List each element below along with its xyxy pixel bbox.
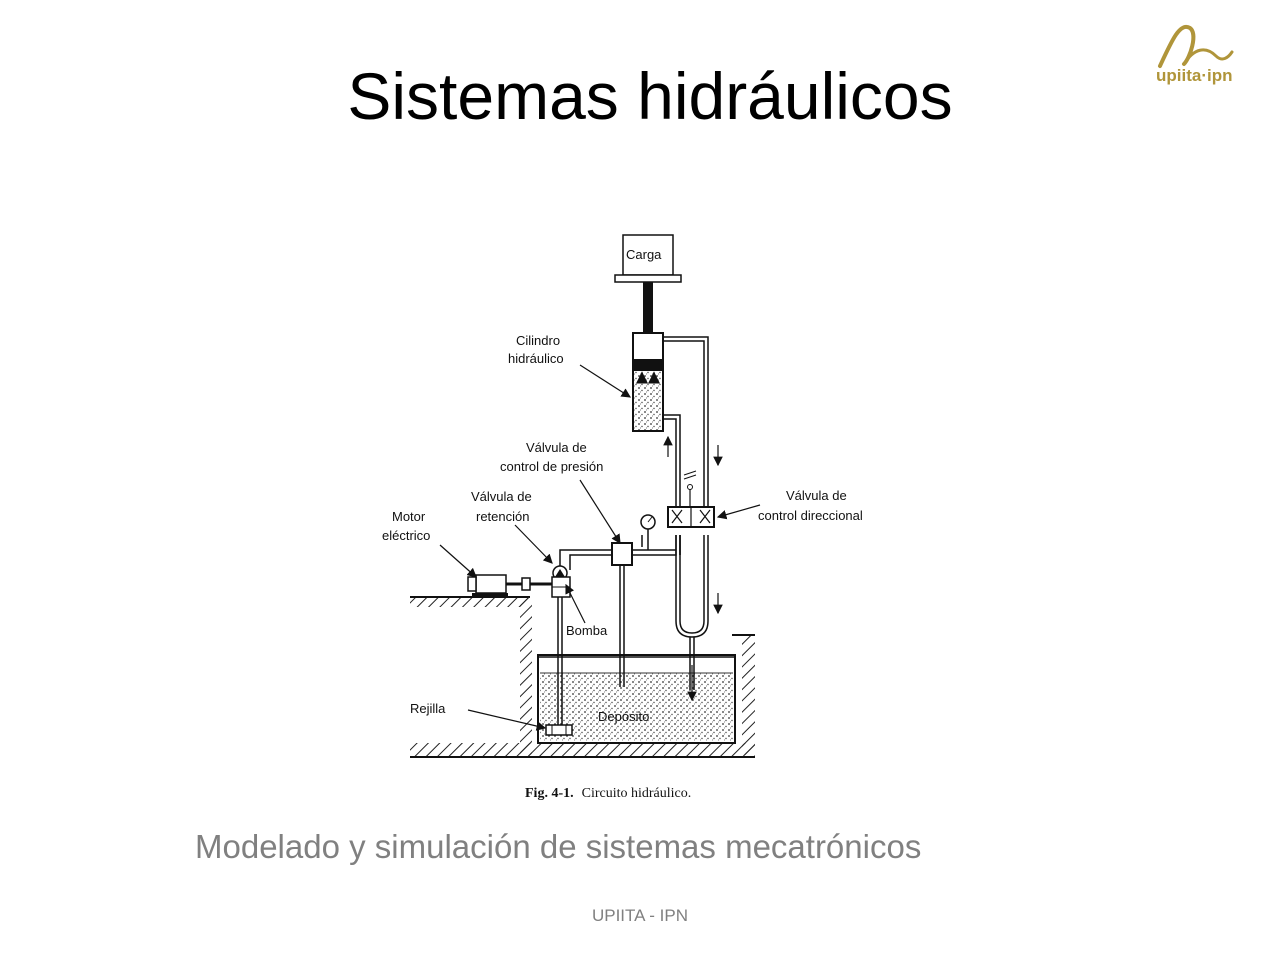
logo-text: upiita·ipn [1156,66,1233,85]
slide-title: Sistemas hidráulicos [347,59,953,133]
label-bomba: Bomba [566,623,608,638]
leader-lines [439,364,761,731]
label-motor-line1: Motor [392,509,426,524]
label-retencion-line1: Válvula de [471,489,532,504]
slide-footer: UPIITA - IPN [591,906,689,925]
slide-subtitle: Modelado y simulación de sistemas mecatr… [195,828,922,865]
directional-valve [667,470,715,528]
upiita-logo [1150,18,1245,90]
label-retencion-line2: retención [476,509,529,524]
electric-motor [467,574,552,597]
caption-number: Fig. 4-1. [525,786,574,801]
strainer [545,724,573,736]
ground-hatch-left [410,596,755,758]
hydraulic-cylinder [632,332,664,432]
label-rejilla: Rejilla [410,701,446,716]
label-motor-line2: eléctrico [382,528,430,543]
flow-arrows [663,435,723,702]
load-block [614,234,682,283]
pressure-control-valve [611,514,656,566]
piston-rod [643,282,653,334]
hydraulic-circuit-svg: Carga Cilindro hidráulico Válvula de con… [382,234,863,801]
label-cilindro-line2: hidráulico [508,351,564,366]
label-direccional-line1: Válvula de [786,488,847,503]
label-cilindro-line1: Cilindro [516,333,560,348]
label-presion-line2: control de presión [500,459,603,474]
label-deposito: Depósito [598,709,649,724]
figure-caption: Fig. 4-1. Circuito hidráulico. [525,786,691,801]
label-direccional-line2: control direccional [758,508,863,523]
hydraulic-circuit-diagram: Carga Cilindro hidráulico Válvula de con… [380,225,900,810]
logo-swoosh-icon [1158,24,1234,68]
pipes [557,336,709,725]
label-presion-line1: Válvula de [526,440,587,455]
caption-text: Circuito hidráulico. [582,786,692,801]
label-carga: Carga [626,247,662,262]
